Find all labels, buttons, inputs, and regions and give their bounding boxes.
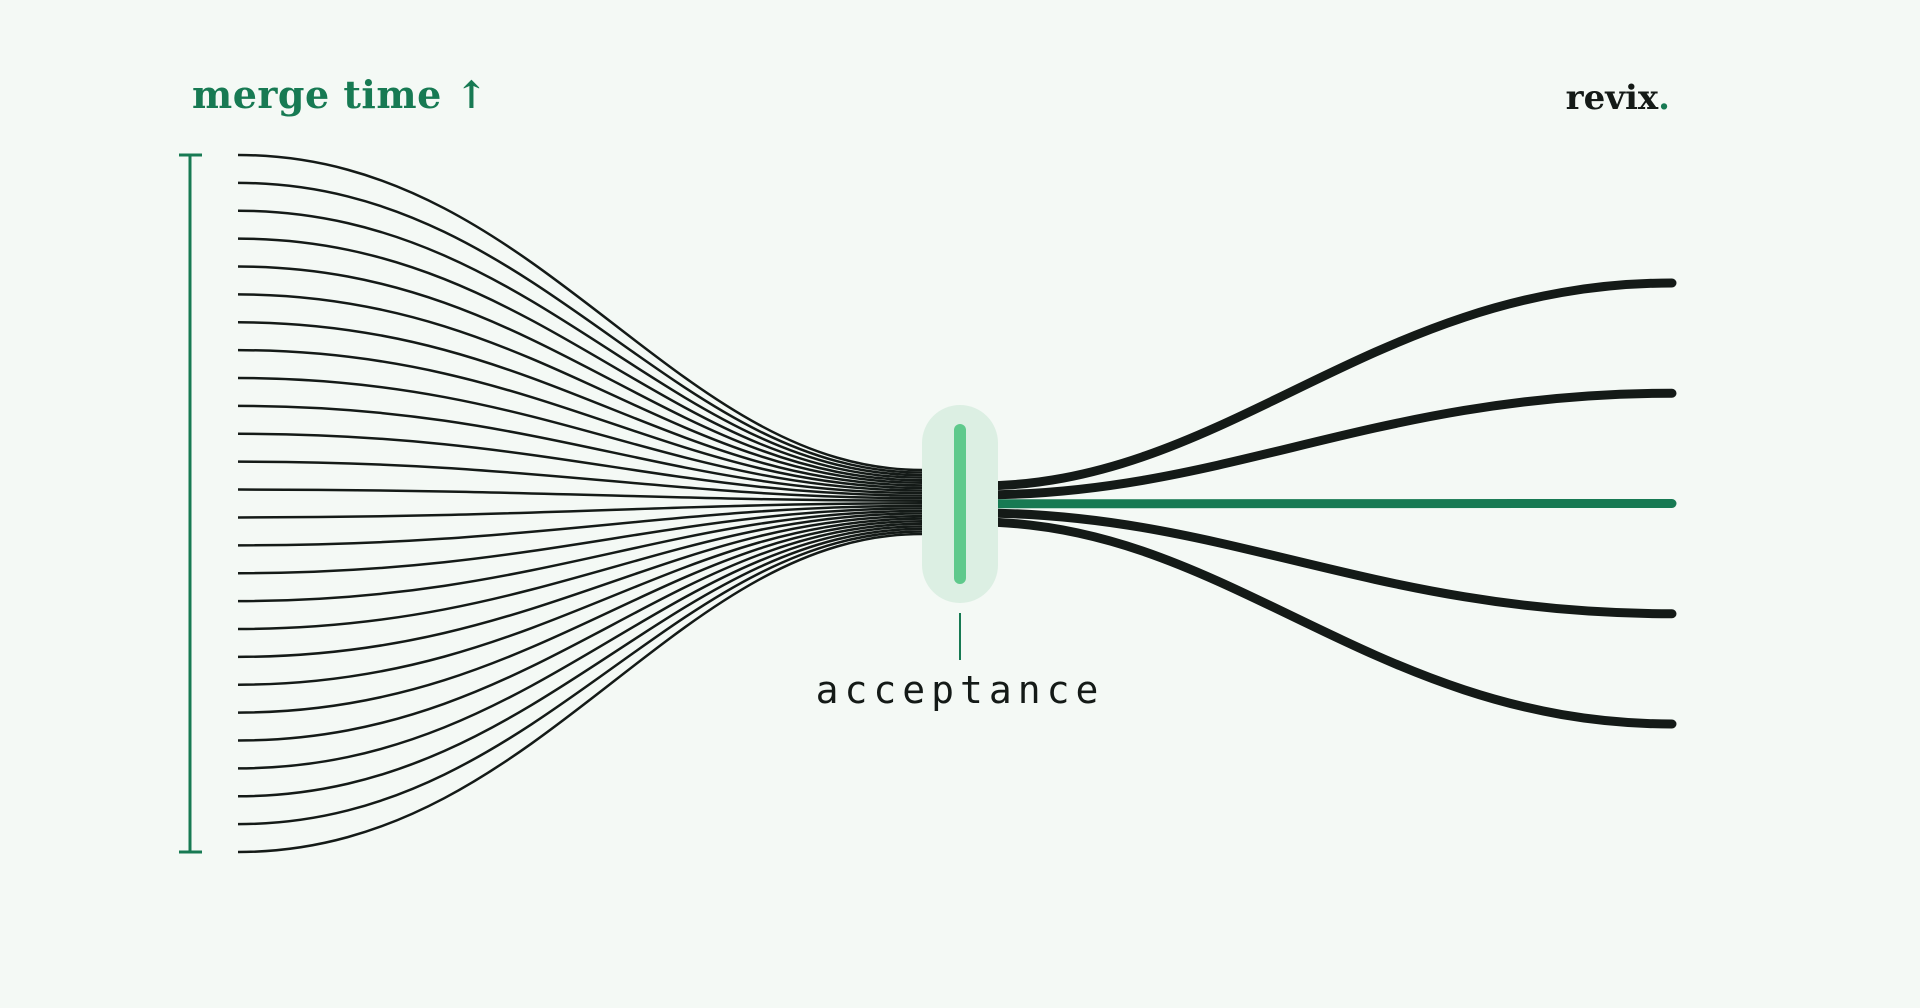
output-line [973, 517, 1677, 729]
merge-time-scale-bracket [179, 153, 202, 854]
input-line [237, 504, 923, 547]
input-line [237, 404, 923, 495]
input-line [237, 432, 923, 497]
input-line [237, 348, 923, 490]
input-line [237, 293, 923, 485]
output-line [973, 278, 1677, 491]
input-line [237, 512, 923, 631]
output-line [973, 508, 1677, 619]
input-line [237, 181, 923, 474]
brand-logo: revix. [1566, 78, 1670, 118]
input-line [237, 522, 923, 742]
input-line [237, 209, 923, 477]
brand-dot: . [1658, 78, 1670, 118]
input-line [237, 460, 923, 500]
input-line [237, 519, 923, 714]
acceptance-label: acceptance [815, 668, 1105, 712]
input-line [237, 514, 923, 659]
acceptance-gate [922, 405, 998, 660]
input-line [237, 376, 923, 492]
input-line [237, 530, 923, 826]
input-line [237, 153, 923, 472]
input-line [237, 237, 923, 479]
output-lines [973, 278, 1677, 729]
input-line [237, 525, 923, 770]
input-line [237, 321, 923, 487]
input-line [237, 265, 923, 482]
input-line [237, 488, 923, 502]
input-line [237, 532, 923, 854]
merge-time-label: merge time ↑ [192, 72, 488, 117]
input-line [237, 527, 923, 798]
input-lines [237, 153, 923, 854]
acceptance-gate-bar [954, 424, 966, 584]
input-line [237, 509, 923, 603]
input-line [237, 507, 923, 575]
brand-name: revix [1565, 78, 1659, 118]
input-line [237, 517, 923, 686]
input-line [237, 502, 923, 519]
output-line [973, 388, 1677, 500]
